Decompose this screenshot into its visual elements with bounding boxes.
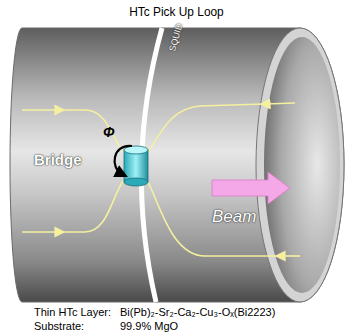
diagram-title: HTc Pick Up Loop <box>0 6 353 19</box>
substrate-material: 99.9% MgO <box>120 320 178 332</box>
layer-label: Thin HTc Layer: <box>34 306 111 318</box>
flux-symbol: Φ <box>103 125 115 140</box>
cylinder-body <box>10 28 344 302</box>
cylinder-interior <box>264 37 340 293</box>
bridge-label: Bridge <box>34 152 82 169</box>
layer-material: Bi(Pb)₂-Sr₂-Ca₂-Cu₃-Oₓ(Bi2223) <box>120 306 275 318</box>
squid-element <box>124 146 148 186</box>
cylinder-rim <box>256 28 344 302</box>
flux-direction-arrow <box>115 146 132 174</box>
beam-label: Beam <box>212 208 256 227</box>
beam-arrow <box>212 172 290 204</box>
flux-lines <box>22 103 300 256</box>
substrate-label: Substrate: <box>34 320 84 332</box>
